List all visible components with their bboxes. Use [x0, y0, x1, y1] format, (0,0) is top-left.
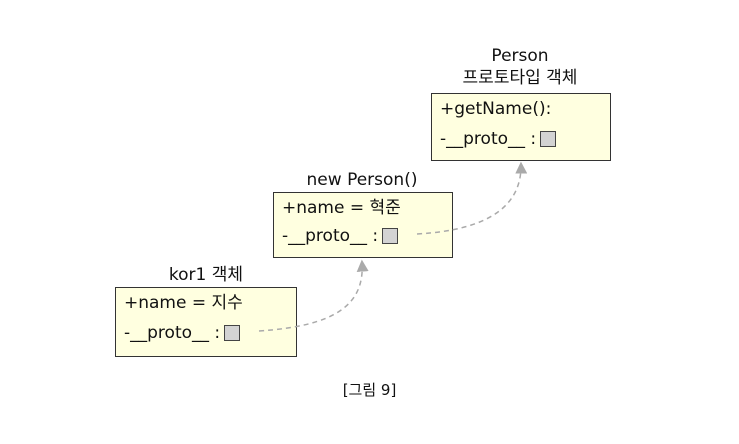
instance-title: new Person(): [306, 170, 418, 190]
kor1-name-row: +name = 지수: [124, 292, 243, 314]
prototype-title-line-2: 프로토타입 객체: [462, 68, 578, 88]
instance-proto-label: -__proto__ :: [282, 226, 379, 246]
prototype-method-row: +getName():: [440, 98, 551, 120]
instance-name-row: +name = 혁준: [282, 197, 401, 219]
instance-object-box: +name = 혁준 -__proto__ :: [273, 192, 453, 258]
instance-proto-row: -__proto__ :: [282, 225, 399, 247]
figure-caption: [그림 9]: [342, 381, 397, 399]
prototype-proto-row: -__proto__ :: [440, 128, 557, 150]
prototype-proto-slot: [540, 131, 557, 147]
prototype-title-line-1: Person: [491, 46, 549, 66]
kor1-name-label: +name = 지수: [124, 293, 243, 313]
kor1-proto-row: -__proto__ :: [124, 322, 241, 344]
prototype-object-box: +getName(): -__proto__ :: [431, 93, 611, 161]
prototype-method-label: +getName():: [440, 99, 552, 119]
kor1-title: kor1 객체: [168, 265, 244, 285]
kor1-object-box: +name = 지수 -__proto__ :: [115, 287, 297, 357]
instance-proto-slot: [382, 228, 399, 244]
kor1-proto-slot: [224, 325, 241, 341]
instance-name-label: +name = 혁준: [282, 198, 401, 218]
kor1-proto-label: -__proto__ :: [124, 323, 221, 343]
prototype-proto-label: -__proto__ :: [440, 129, 537, 149]
